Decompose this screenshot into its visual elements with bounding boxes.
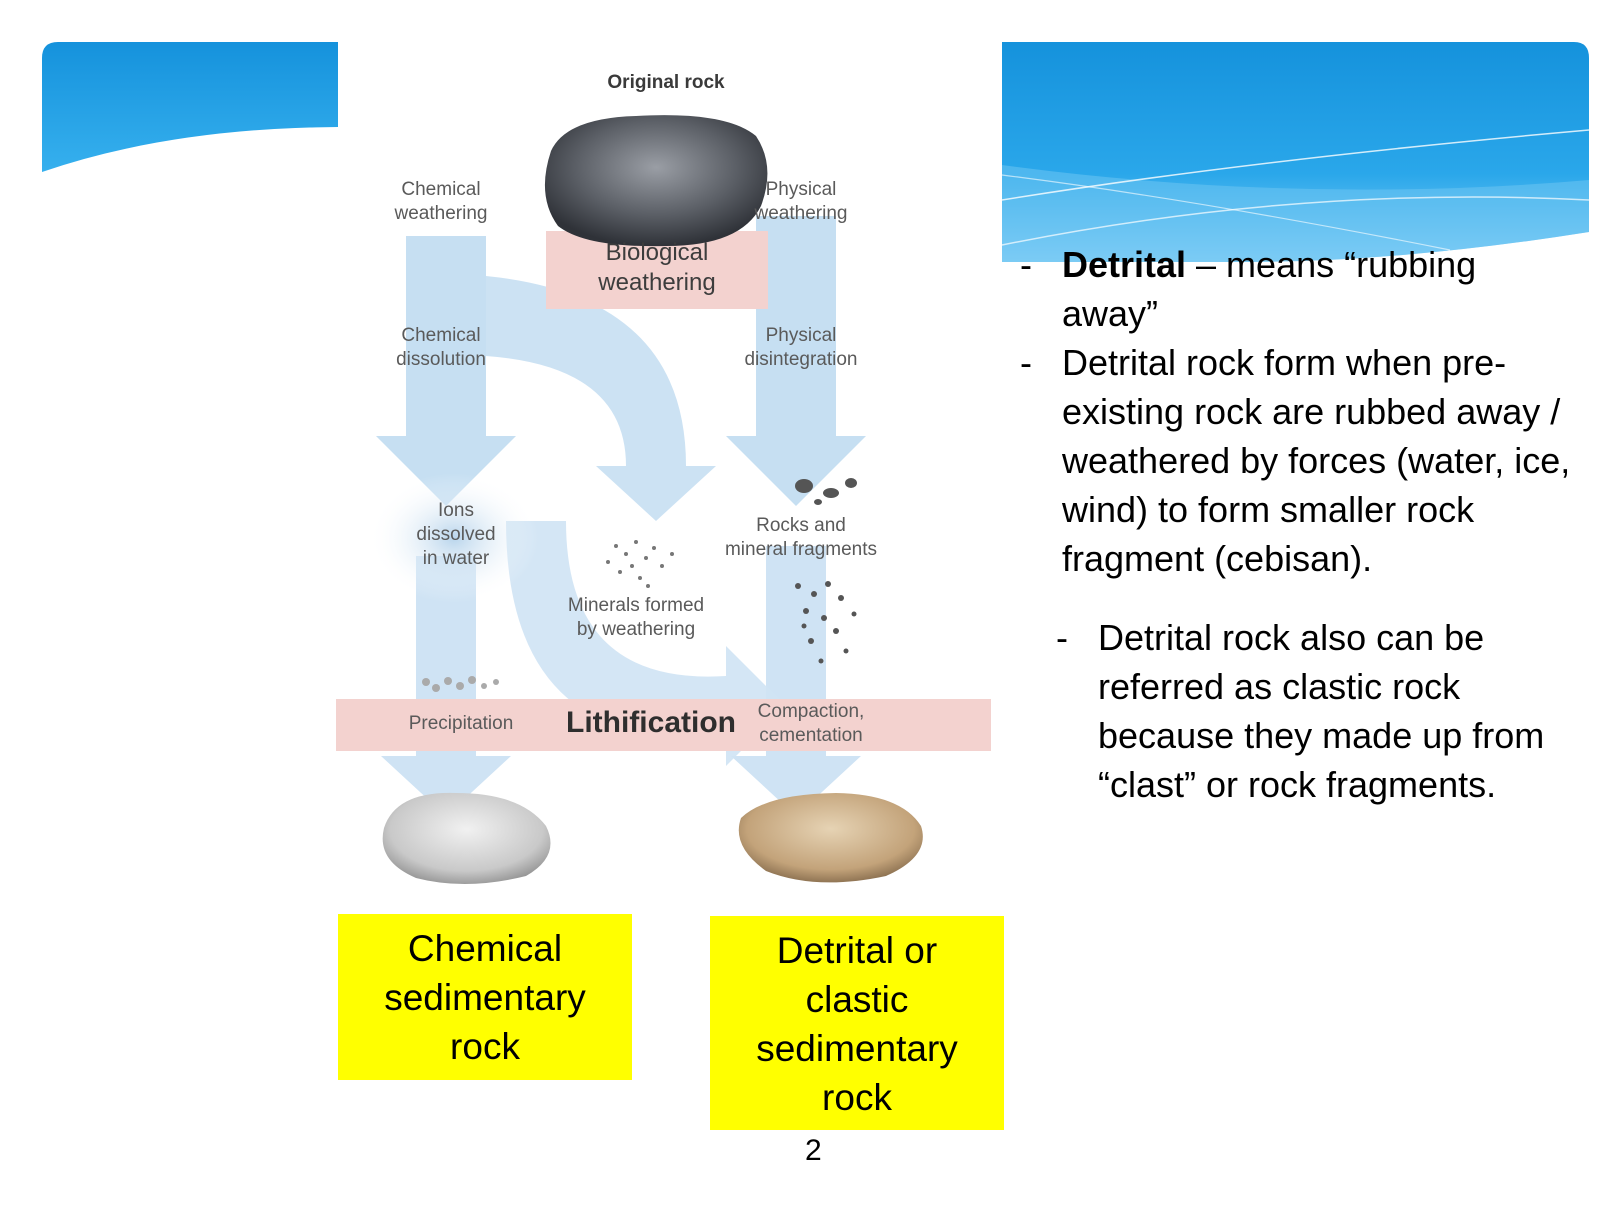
bullet-2: - Detrital rock form when pre-existing r… — [1020, 342, 1571, 579]
bullet-list: - Detrital – means “rubbing away” - Detr… — [1020, 240, 1580, 809]
lithification-label: Lithification — [566, 706, 736, 739]
physical-weathering-label: Physical weathering — [754, 179, 848, 224]
rock-cycle-diagram: Original rock Chemical weathering Physic… — [336, 66, 996, 896]
page-number: 2 — [805, 1134, 822, 1167]
fragments-label: Rocks and mineral fragments — [724, 515, 878, 560]
physical-disintegration-label: Physical disintegration — [744, 325, 858, 370]
detrital-sedimentary-rock-box: Detrital or clastic sedimentary rock — [710, 916, 1004, 1130]
compaction-label: Compaction, cementation — [757, 701, 865, 746]
lithification-band — [336, 699, 991, 751]
chemical-weathering-label: Chemical weathering — [394, 179, 488, 224]
chemical-rock-image — [382, 792, 551, 885]
left-arrow — [376, 236, 516, 506]
curved-arrow — [486, 276, 716, 521]
detrital-term: Detrital — [1062, 244, 1187, 285]
rock-fragments — [795, 478, 857, 664]
precipitation-label: Precipitation — [408, 713, 514, 734]
bullet-3: - Detrital rock also can be referred as … — [1056, 617, 1545, 805]
diagram-graphics — [336, 115, 991, 885]
ions-cloud — [369, 473, 539, 603]
ions-label: Ions dissolved in water — [416, 500, 496, 569]
minerals-label: Minerals formed by weathering — [567, 595, 705, 640]
bullet-1: - Detrital – means “rubbing away” — [1020, 244, 1477, 334]
precipitate — [422, 676, 499, 692]
original-rock-label: Original rock — [607, 72, 725, 93]
original-rock-image — [544, 115, 768, 247]
left-lower-arrow — [381, 556, 511, 816]
mineral-particles — [606, 540, 674, 588]
chemical-sedimentary-rock-box: Chemical sedimentary rock — [338, 914, 632, 1080]
right-lower-arrow — [731, 546, 861, 816]
biological-weathering-label: Biological weathering — [598, 239, 716, 296]
chemical-dissolution-label: Chemical dissolution — [396, 325, 486, 370]
clastic-rock-image — [738, 793, 923, 883]
